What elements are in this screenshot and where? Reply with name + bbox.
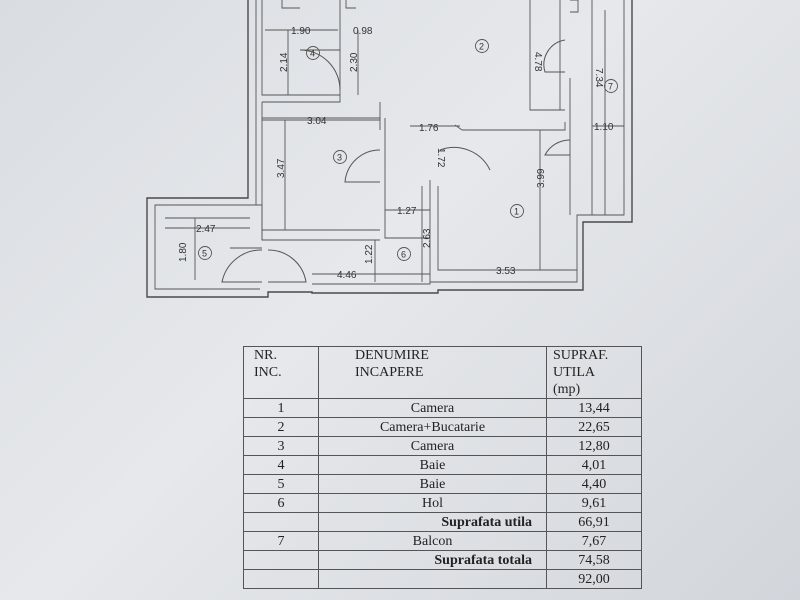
cell-area: 22,65 <box>546 417 642 437</box>
table-row: 6 Hol 9,61 <box>243 493 642 513</box>
dim-353: 3.53 <box>496 266 516 277</box>
dim-347: 3.47 <box>276 158 287 178</box>
room-marker-7: 7 <box>604 79 618 93</box>
dim-098: 0.98 <box>353 26 373 37</box>
table-row: 3 Camera 12,80 <box>243 436 642 456</box>
cell-area: 74,58 <box>546 550 642 570</box>
dim-304: 3.04 <box>307 116 327 127</box>
cell-name: Baie <box>318 455 547 475</box>
dim-110: 1.10 <box>594 122 614 133</box>
cell-area: 4,40 <box>546 474 642 494</box>
svg-text:4: 4 <box>310 49 315 59</box>
dim-122: 1.22 <box>364 244 375 264</box>
room-marker-5: 5 <box>198 246 212 260</box>
dim-176: 1.76 <box>419 123 439 134</box>
cell-nr: 1 <box>243 398 319 418</box>
cell-nr: 5 <box>243 474 319 494</box>
cell-area: 92,00 <box>546 569 642 589</box>
cell-area: 4,01 <box>546 455 642 475</box>
svg-text:5: 5 <box>202 249 207 259</box>
cell-nr: 6 <box>243 493 319 513</box>
room-marker-1: 1 <box>510 204 524 218</box>
cell-area: 12,80 <box>546 436 642 456</box>
table-row: 2 Camera+Bucatarie 22,65 <box>243 417 642 437</box>
dim-247: 2.47 <box>196 224 216 235</box>
cell-name: Baie <box>318 474 547 494</box>
dim-127: 1.27 <box>397 206 417 217</box>
room-area-table-wrap: NR. INC. DENUMIRE INCAPERE SUPRAF. UTILA… <box>243 346 642 589</box>
cell-nr <box>243 512 319 532</box>
table-row: 1 Camera 13,44 <box>243 398 642 418</box>
svg-text:3: 3 <box>337 153 342 163</box>
table-row: 4 Baie 4,01 <box>243 455 642 475</box>
cell-name: Camera <box>318 436 547 456</box>
header-nr: NR. INC. <box>243 346 319 399</box>
cell-name: Balcon <box>318 531 547 551</box>
cell-area: 66,91 <box>546 512 642 532</box>
dim-230: 2.30 <box>349 52 360 72</box>
cell-name <box>318 569 547 589</box>
cell-name: Suprafata totala <box>318 550 547 570</box>
cell-area: 7,67 <box>546 531 642 551</box>
table-header-row: NR. INC. DENUMIRE INCAPERE SUPRAF. UTILA… <box>243 346 642 399</box>
cell-nr: 3 <box>243 436 319 456</box>
room-marker-6: 6 <box>397 247 411 261</box>
dim-172: 1.72 <box>435 148 446 168</box>
dim-214: 2.14 <box>279 52 290 72</box>
cell-nr <box>243 550 319 570</box>
svg-text:2: 2 <box>479 42 484 52</box>
dim-446: 4.46 <box>337 270 357 281</box>
cell-nr: 2 <box>243 417 319 437</box>
dim-734: 7.34 <box>593 68 604 88</box>
table-row-total: Suprafata totala 74,58 <box>243 550 642 570</box>
room-marker-2: 2 <box>475 39 489 53</box>
dim-478: 4.78 <box>532 52 543 72</box>
dim-180: 1.80 <box>178 242 189 262</box>
cell-name: Camera+Bucatarie <box>318 417 547 437</box>
cell-name: Camera <box>318 398 547 418</box>
floor-plan: 1.90 0.98 2.14 2.30 4.78 7.34 1.10 3.04 … <box>146 0 633 298</box>
table-row: 5 Baie 4,40 <box>243 474 642 494</box>
cell-name: Suprafata utila <box>318 512 547 532</box>
room-marker-4: 4 <box>306 46 320 60</box>
header-name: DENUMIRE INCAPERE <box>318 346 547 399</box>
dim-399: 3.99 <box>536 168 547 188</box>
table-row-subtotal: Suprafata utila 66,91 <box>243 512 642 532</box>
table-row: 7 Balcon 7,67 <box>243 531 642 551</box>
interior-walls <box>155 0 593 282</box>
room-marker-3: 3 <box>333 150 347 164</box>
room-area-table: NR. INC. DENUMIRE INCAPERE SUPRAF. UTILA… <box>243 346 642 589</box>
table-row-partial: 92,00 <box>243 569 642 589</box>
dim-263: 2.63 <box>422 228 433 248</box>
header-area: SUPRAF. UTILA (mp) <box>546 346 642 399</box>
cell-area: 9,61 <box>546 493 642 513</box>
cell-name: Hol <box>318 493 547 513</box>
cell-area: 13,44 <box>546 398 642 418</box>
exterior-walls <box>146 0 633 298</box>
cell-nr: 7 <box>243 531 319 551</box>
svg-text:1: 1 <box>514 207 519 217</box>
dimension-lines <box>165 0 624 282</box>
door-arcs <box>221 39 571 283</box>
cell-nr <box>243 569 319 589</box>
dim-190: 1.90 <box>291 26 311 37</box>
svg-text:7: 7 <box>608 82 613 92</box>
svg-text:6: 6 <box>401 250 406 260</box>
cell-nr: 4 <box>243 455 319 475</box>
